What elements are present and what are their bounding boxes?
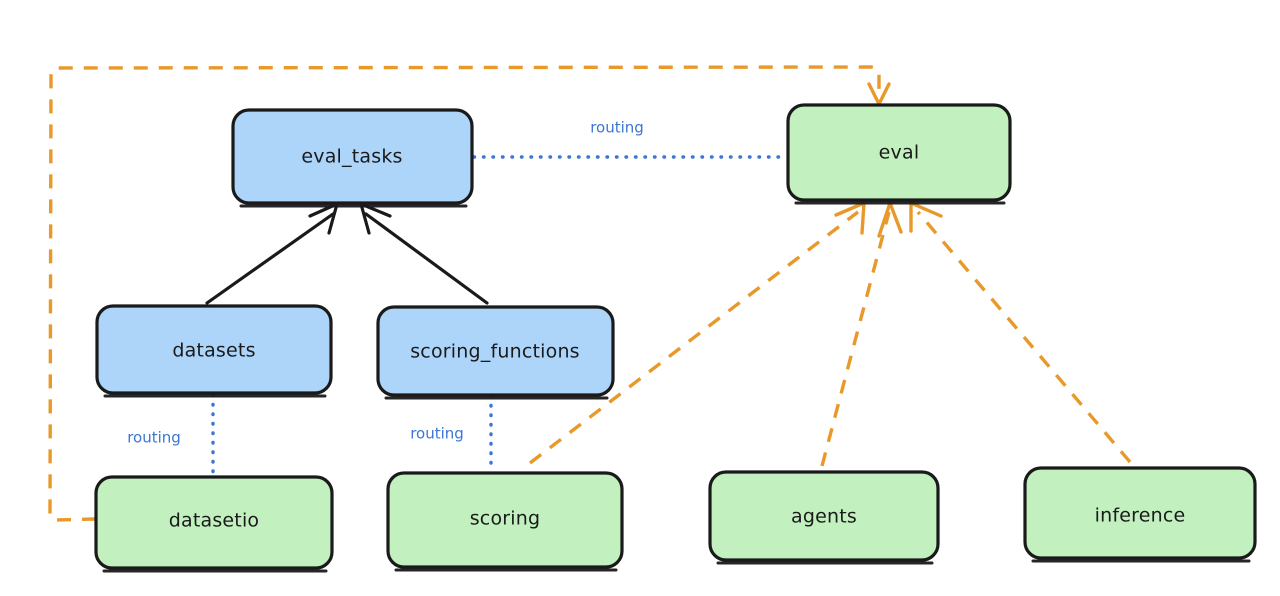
node-label-datasets: datasets (172, 340, 255, 362)
edge-label-routing-eval: routing (590, 119, 644, 137)
edge-datasets-to-eval-tasks (205, 202, 339, 305)
node-agents[interactable]: agents (708, 470, 940, 565)
node-eval-tasks[interactable]: eval_tasks (231, 108, 474, 208)
edge-scoring-functions-to-scoring: routing (410, 394, 493, 474)
node-eval[interactable]: eval (786, 103, 1012, 205)
node-label-scoring-functions: scoring_functions (410, 341, 580, 363)
node-label-scoring: scoring (470, 508, 541, 530)
edge-datasets-to-datasetio: routing (127, 393, 215, 478)
node-label-agents: agents (791, 506, 857, 528)
node-datasets[interactable]: datasets (95, 304, 333, 398)
node-scoring-functions[interactable]: scoring_functions (376, 305, 615, 400)
node-scoring[interactable]: scoring (386, 471, 624, 572)
edge-label-routing-datasetio: routing (127, 429, 181, 447)
edge-inference-to-eval (909, 201, 1132, 464)
node-label-datasetio: datasetio (169, 510, 260, 532)
node-label-inference: inference (1095, 505, 1186, 527)
node-label-eval-tasks: eval_tasks (301, 146, 402, 168)
node-label-eval: eval (879, 142, 920, 164)
edge-agents-to-eval (820, 201, 903, 467)
edge-scoring-functions-to-eval-tasks (359, 202, 489, 305)
node-datasetio[interactable]: datasetio (94, 475, 334, 573)
edge-eval-tasks-to-eval: routing (472, 119, 789, 159)
edge-label-routing-scoring: routing (410, 425, 464, 443)
node-inference[interactable]: inference (1023, 466, 1257, 563)
